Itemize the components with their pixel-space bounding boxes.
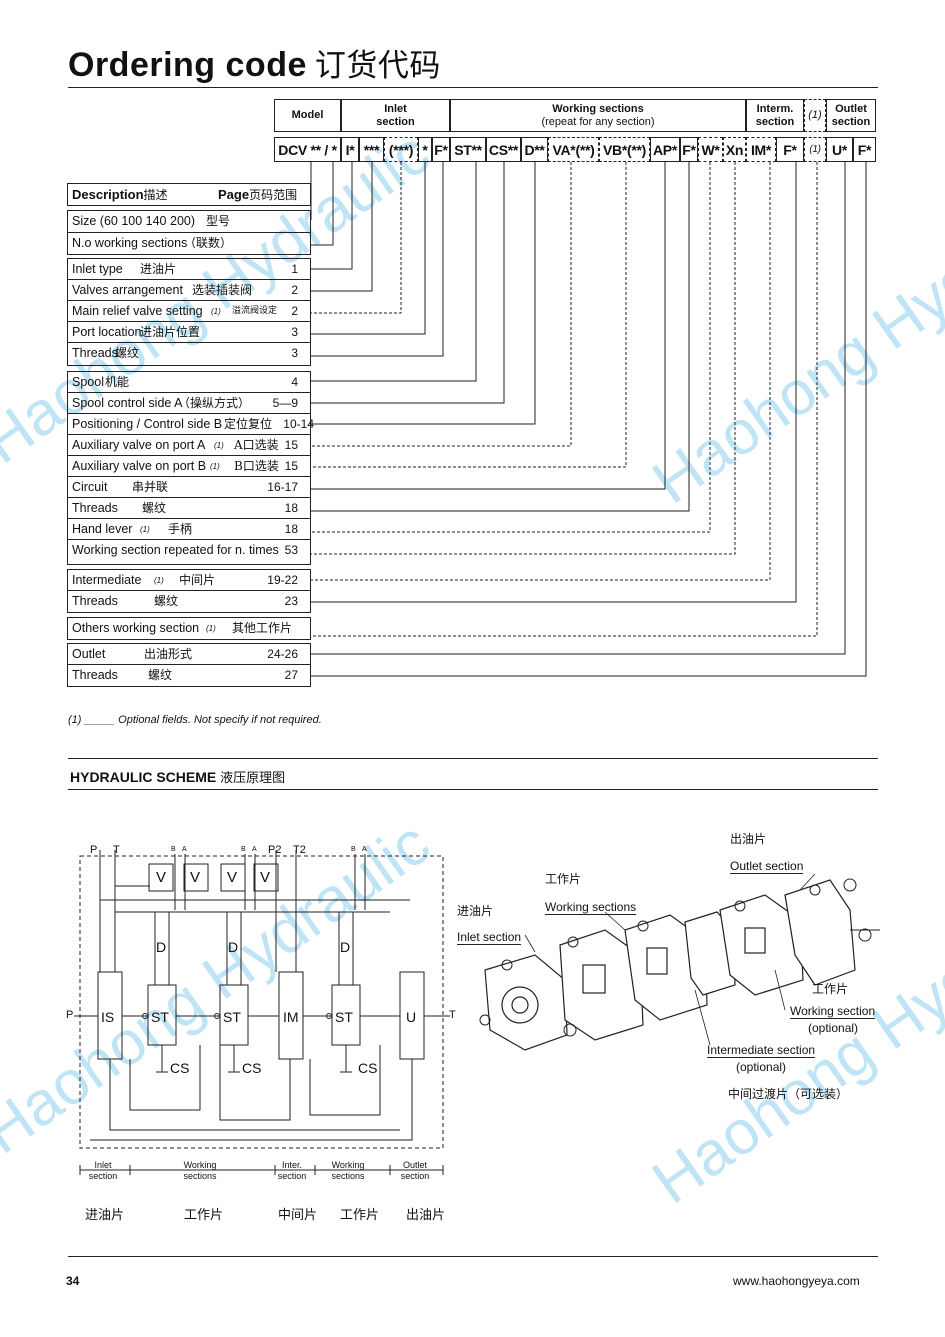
code-circuit: AP* xyxy=(650,137,680,162)
block-label: IS xyxy=(101,1009,115,1025)
port-label: P2 xyxy=(268,844,282,856)
section-label: Working sections xyxy=(331,1160,365,1181)
code-repeat: Xn xyxy=(723,137,746,162)
cs-label: CS xyxy=(170,1060,190,1076)
code-intermediate: IM* xyxy=(746,137,776,162)
code-aux-a: VA*(**) xyxy=(548,137,599,162)
d-label: D xyxy=(228,939,239,955)
port-label: A xyxy=(252,846,257,853)
header-inlet: Inlet section xyxy=(341,99,450,132)
code-port-location: * xyxy=(418,137,432,162)
header-working: Working sections(repeat for any section) xyxy=(450,99,746,132)
section-label-cn: 工作片 xyxy=(184,1208,224,1223)
d-label: D xyxy=(156,939,167,955)
valve-assembly-illustration xyxy=(479,873,880,1051)
group-others: Others working section(1)其他工作片 xyxy=(67,617,311,640)
code-others: (1) xyxy=(804,137,826,162)
section-label: Working sections xyxy=(183,1160,217,1181)
t-label: T xyxy=(449,1009,456,1021)
header-optional: (1) xyxy=(804,99,826,132)
inlet-label: Inlet section xyxy=(457,930,522,945)
page-number: 34 xyxy=(66,1274,80,1288)
section-label-cn: 中间片 xyxy=(278,1208,318,1223)
code-working-threads: F* xyxy=(680,137,698,162)
section-title: HYDRAULIC SCHEME 液压原理图 xyxy=(70,769,286,786)
code-control-a: CS** xyxy=(486,137,521,162)
port-label: B xyxy=(241,846,246,853)
code-interm-threads: F* xyxy=(776,137,804,162)
section-label: Outlet section xyxy=(400,1160,430,1181)
connector-lines xyxy=(310,162,867,677)
outlet-label-cn: 出油片 xyxy=(730,832,767,846)
code-inlet-threads: F* xyxy=(432,137,450,162)
block-label: IM xyxy=(283,1009,299,1025)
footnote: (1) _____ Optional fields. Not specify i… xyxy=(68,714,322,726)
inlet-label-cn: 进油片 xyxy=(457,904,494,918)
block-label: ST xyxy=(151,1009,169,1025)
intermediate-opt-label: Intermediate section xyxy=(707,1043,816,1058)
working-opt-sub: (optional) xyxy=(808,1021,859,1035)
code-model: DCV ** / * xyxy=(274,137,341,162)
intermediate-opt-label-cn: 中间过渡片（可选装） xyxy=(728,1087,849,1101)
valve-label: V xyxy=(227,869,238,886)
hydraulic-schematic xyxy=(74,850,450,1175)
code-inlet-type: I* xyxy=(341,137,359,162)
block-label: ST xyxy=(223,1009,241,1025)
section-label: Inlet section xyxy=(88,1160,118,1181)
divider xyxy=(68,87,878,88)
port-label: T xyxy=(113,844,120,856)
d-label: D xyxy=(340,939,351,955)
working-label: Working sections xyxy=(545,900,637,915)
block-label: ST xyxy=(335,1009,353,1025)
port-label: P xyxy=(90,844,98,856)
code-aux-b: VB*(**) xyxy=(599,137,650,162)
cs-label: CS xyxy=(358,1060,378,1076)
code-valves-arrangement: *** xyxy=(359,137,384,162)
code-hand-lever: W* xyxy=(698,137,723,162)
valve-label: V xyxy=(156,869,167,886)
p-label: P xyxy=(66,1009,74,1021)
port-label: T2 xyxy=(293,844,306,856)
valve-label: V xyxy=(260,869,271,886)
intermediate-opt-sub: (optional) xyxy=(736,1060,787,1074)
header-outlet: Outlet section xyxy=(826,99,876,132)
website-link[interactable]: www.haohongyeya.com xyxy=(733,1274,860,1288)
section-label-cn: 进油片 xyxy=(85,1208,125,1223)
divider xyxy=(68,789,878,790)
block-label: U xyxy=(406,1009,417,1025)
divider xyxy=(68,1256,878,1257)
group-size: Size (60 100 140 200)型号 N.o working sect… xyxy=(67,210,311,255)
header-interm: Interm. section xyxy=(746,99,804,132)
code-relief-setting: (***) xyxy=(384,137,418,162)
divider xyxy=(68,758,878,759)
section-label-cn: 工作片 xyxy=(340,1208,380,1223)
working-opt-label-cn: 工作片 xyxy=(812,982,849,996)
working-label-cn: 工作片 xyxy=(545,872,582,886)
port-label: B xyxy=(171,846,176,853)
port-label: A xyxy=(182,846,187,853)
code-outlet-threads: F* xyxy=(853,137,876,162)
code-outlet: U* xyxy=(826,137,853,162)
section-label-cn: 出油片 xyxy=(406,1208,446,1223)
header-model: Model xyxy=(274,99,341,132)
valve-label: V xyxy=(190,869,201,886)
cs-label: CS xyxy=(242,1060,262,1076)
port-label: B xyxy=(351,846,356,853)
code-control-b: D** xyxy=(521,137,548,162)
code-spool: ST** xyxy=(450,137,486,162)
working-opt-label: Working section xyxy=(790,1004,876,1019)
outlet-label: Outlet section xyxy=(730,859,804,874)
description-header: Description描述 Page页码范围 xyxy=(67,183,311,206)
port-label: A xyxy=(362,846,367,853)
section-label: Inter. section xyxy=(277,1160,307,1181)
